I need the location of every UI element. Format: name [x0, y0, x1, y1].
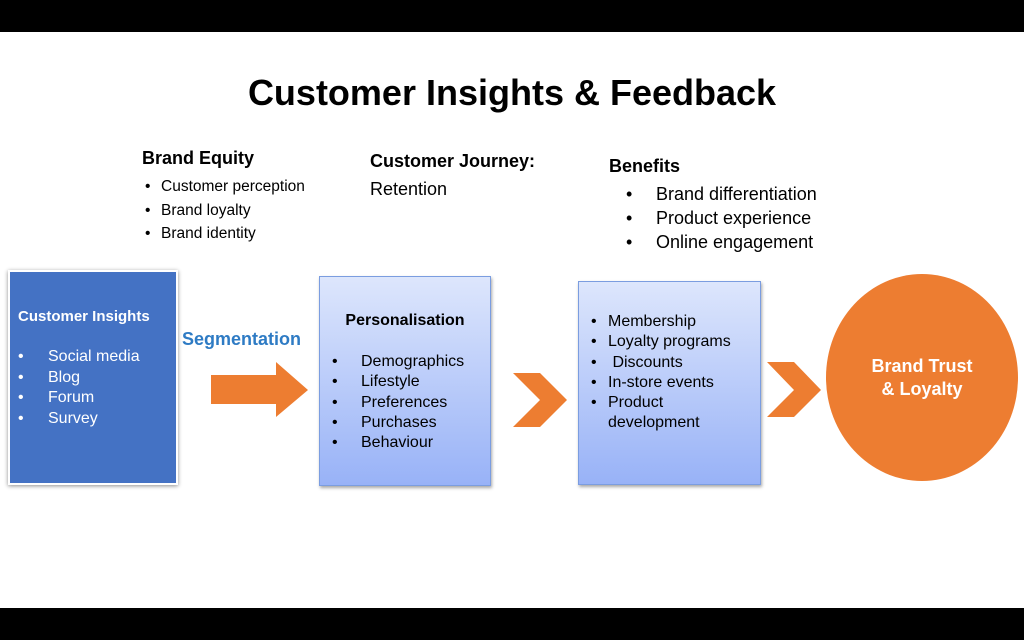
- segmentation-label: Segmentation: [182, 329, 302, 349]
- outcome-line-1: Brand Trust: [871, 355, 973, 376]
- personalisation-heading: Personalisation: [345, 312, 465, 329]
- outcome-line-2: & Loyalty: [881, 378, 963, 399]
- chevron-icon: [513, 373, 567, 427]
- list-item: • Discounts: [591, 353, 683, 371]
- slide-title: Customer Insights & Feedback: [247, 72, 777, 113]
- list-item: •Product experience: [626, 208, 812, 228]
- programs-list: •Membership •Loyalty programs • Discount…: [591, 312, 731, 434]
- list-item: •In-store events: [591, 373, 714, 391]
- bottom-letterbox: [0, 608, 1024, 640]
- customer-journey-value: Retention: [370, 179, 448, 199]
- customer-insights-heading: Customer Insights: [18, 308, 150, 325]
- list-item: •Brand loyalty: [145, 201, 251, 219]
- loyalty-programs-box: •Membership •Loyalty programs • Discount…: [578, 281, 761, 485]
- list-item: •Product development: [591, 394, 700, 432]
- list-item: •Social media: [18, 348, 140, 365]
- brand-equity-list: •Customer perception •Brand loyalty •Bra…: [145, 175, 305, 246]
- block-arrow-icon: [211, 362, 308, 417]
- list-item: •Preferences: [332, 393, 448, 411]
- list-item: •Brand identity: [145, 225, 256, 242]
- list-item: •Survey: [18, 409, 98, 427]
- customer-journey-heading: Customer Journey:: [370, 151, 536, 171]
- list-item: •Demographics: [332, 353, 465, 370]
- benefits-heading: Benefits: [609, 156, 681, 176]
- benefits-list: •Brand differentiation •Product experien…: [626, 182, 817, 254]
- customer-insights-box: Customer Insights •Social media •Blog •F…: [8, 270, 178, 485]
- brand-trust-circle: Brand Trust & Loyalty: [826, 274, 1018, 481]
- list-item: •Brand differentiation: [626, 184, 817, 204]
- list-item: •Customer perception: [145, 178, 305, 195]
- brand-equity-heading: Brand Equity: [142, 148, 255, 168]
- list-item: •Blog: [18, 368, 81, 386]
- chevron-icon: [767, 362, 821, 417]
- list-item: •Membership: [591, 313, 697, 330]
- list-item: •Behaviour: [332, 434, 434, 452]
- personalisation-box: Personalisation •Demographics •Lifestyle…: [319, 276, 491, 486]
- list-item: •Online engagement: [626, 232, 814, 252]
- list-item: •Forum: [18, 389, 95, 406]
- top-letterbox: [0, 0, 1024, 32]
- list-item: •Purchases: [332, 413, 437, 431]
- insights-list: •Social media •Blog •Forum •Survey: [18, 347, 140, 429]
- list-item: •Lifestyle: [332, 373, 420, 391]
- list-item: •Loyalty programs: [591, 333, 731, 351]
- personalisation-list: •Demographics •Lifestyle •Preferences •P…: [332, 352, 464, 453]
